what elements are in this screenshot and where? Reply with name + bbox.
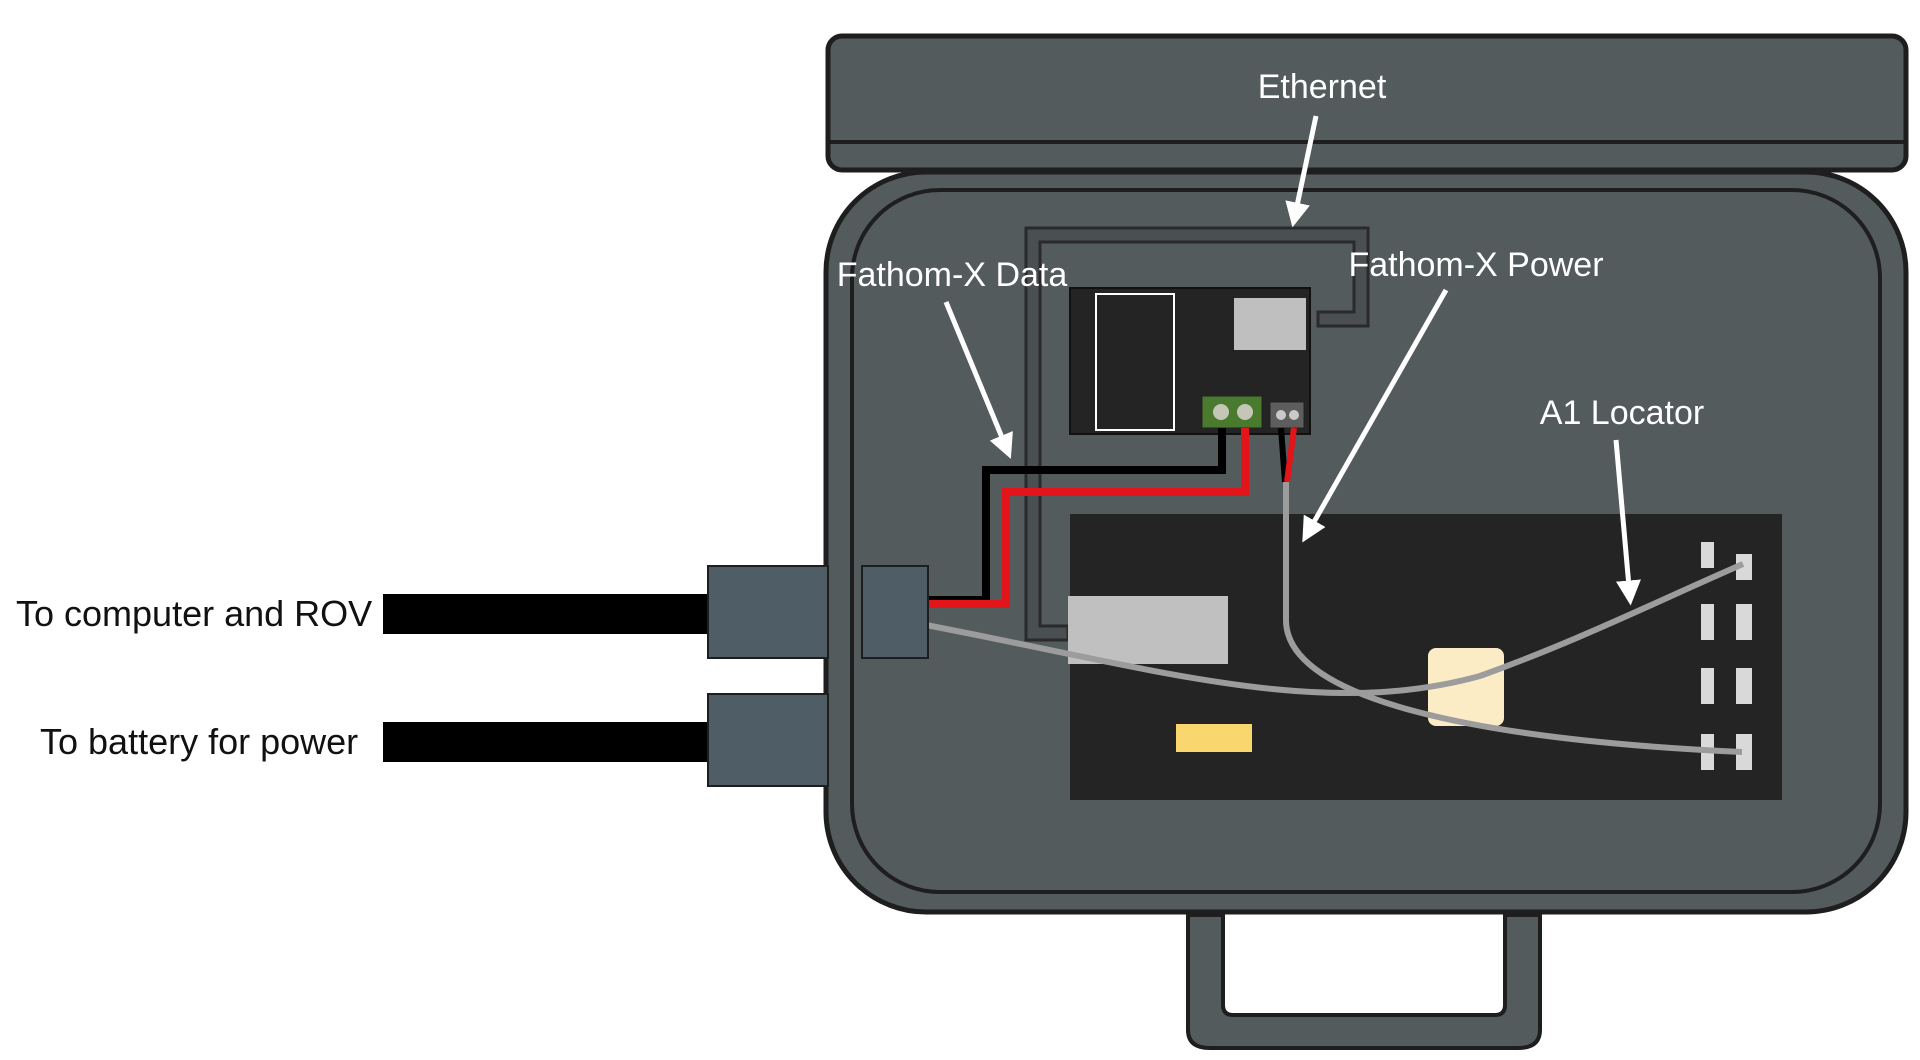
bulkhead-connector-computer-outer bbox=[707, 565, 829, 659]
fathom-x-power-cable bbox=[1283, 482, 1743, 755]
data-terminal-screw bbox=[1237, 404, 1253, 420]
label-fathom-x-power: Fathom-X Power bbox=[1348, 246, 1603, 284]
fathom-x-power-terminal bbox=[1269, 401, 1305, 429]
a1-locator-chip-cream bbox=[1428, 648, 1504, 726]
ethernet-arrow bbox=[1285, 115, 1319, 228]
fathom-x-power-wire-red bbox=[1284, 427, 1297, 483]
a1-locator-cable bbox=[925, 561, 1745, 696]
fathom-x-data-wire-red bbox=[926, 428, 1249, 608]
case-handle bbox=[1186, 913, 1542, 1050]
fathom-x-ethernet-port bbox=[1234, 298, 1306, 350]
power-terminal-screw bbox=[1276, 410, 1286, 420]
power-terminal-screw bbox=[1289, 410, 1299, 420]
label-fathom-x-data: Fathom-X Data bbox=[837, 256, 1068, 294]
bulkhead-connector-computer-inner bbox=[861, 565, 929, 659]
a1-locator-chip-yellow bbox=[1176, 724, 1252, 752]
fathom-x-power-arrow bbox=[1302, 288, 1449, 543]
fathom-x-power-wire-black bbox=[1278, 427, 1288, 483]
label-a1-locator: A1 Locator bbox=[1540, 394, 1704, 432]
a1-locator-usb-port bbox=[1068, 596, 1228, 664]
label-to-battery: To battery for power bbox=[40, 721, 358, 762]
bulkhead-connector-battery-outer bbox=[707, 693, 829, 787]
data-terminal-screw bbox=[1213, 404, 1229, 420]
cable-to-computer bbox=[383, 594, 713, 634]
cable-to-battery bbox=[383, 722, 713, 762]
a1-locator-arrow bbox=[1613, 439, 1641, 606]
fathom-x-module bbox=[1095, 293, 1175, 431]
fathom-x-data-arrow bbox=[943, 301, 1013, 459]
label-ethernet: Ethernet bbox=[1258, 68, 1387, 106]
label-to-computer: To computer and ROV bbox=[16, 593, 372, 634]
